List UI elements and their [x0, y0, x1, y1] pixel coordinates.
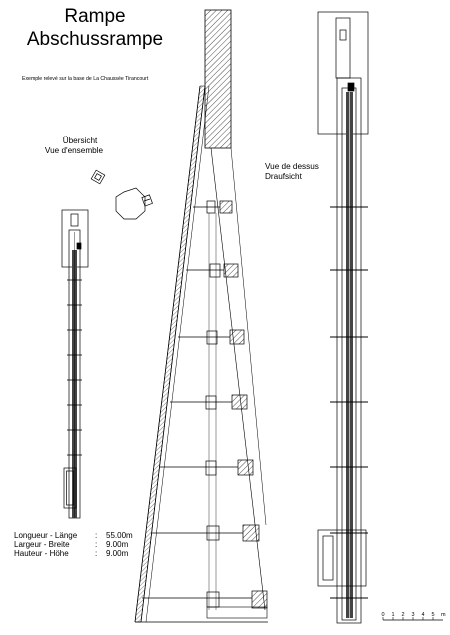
- subtitle: Exemple relevé sur la base de La Chaussé…: [22, 76, 149, 82]
- top-view-bottom-frame-inner: [322, 535, 334, 581]
- title-line-1: Rampe: [64, 6, 125, 27]
- top-view-bottom-frame: [317, 529, 367, 587]
- overview-label-de: Übersicht: [63, 135, 98, 145]
- top-view-building-inner: [335, 17, 351, 79]
- top-view-plan: [317, 11, 369, 624]
- dimension-label-width: Largeur - Breite: [14, 540, 70, 549]
- overview-label-fr: Vue d'ensemble: [45, 146, 104, 155]
- overview-ramp-bottom-frame-inner: [66, 470, 74, 506]
- overview-ramp-door: [70, 213, 79, 227]
- top-view-building: [317, 11, 369, 135]
- top-view-supports: [330, 206, 368, 599]
- overview-annex-detail: [143, 198, 151, 202]
- top-view-ramp-inner: [341, 87, 357, 621]
- overview-small-bunker: [90, 169, 106, 185]
- dimension-sep: :: [95, 531, 97, 540]
- overview-ramp-marker: [76, 242, 82, 250]
- top-view-ramp-outline: [336, 77, 362, 624]
- scale-tick-4: 4: [421, 612, 424, 618]
- dimension-value-height: 9.00m: [106, 549, 129, 558]
- overview-ramp-supports: [67, 279, 82, 456]
- top-view-label-de: Draufsicht: [265, 172, 303, 181]
- overview-ramp-bottom-frame: [63, 467, 77, 509]
- scale-bar: 0 1 2 3 4 5 m: [381, 612, 446, 621]
- overview-small-bunker-inner: [94, 173, 102, 181]
- dimensions-table: Longueur - Länge : 55.00m Largeur - Brei…: [14, 531, 133, 558]
- top-view-marker: [347, 82, 355, 92]
- elevation-top-block: [204, 9, 232, 149]
- top-view-building-door: [339, 29, 347, 41]
- dimension-value-width: 9.00m: [106, 540, 129, 549]
- top-view-label-fr: Vue de dessus: [265, 162, 319, 171]
- scale-tick-0: 0: [381, 612, 384, 618]
- scale-tick-3: 3: [411, 612, 414, 618]
- dimension-label-length: Longueur - Länge: [14, 531, 78, 540]
- scale-tick-5: 5: [431, 612, 434, 618]
- elevation-ramp-underside: [145, 85, 210, 623]
- elevation-supports: [142, 200, 268, 609]
- elevation-base-plate: [206, 606, 268, 619]
- scale-tick-2: 2: [401, 612, 404, 618]
- dimension-sep: :: [95, 540, 97, 549]
- overview-plan: [61, 169, 153, 519]
- overview-octagon-annex: [141, 194, 153, 207]
- dimension-sep: :: [95, 549, 97, 558]
- overview-octagon-building: [115, 187, 146, 220]
- elevation-envelope-inner: [230, 147, 267, 526]
- dimension-label-height: Hauteur - Höhe: [14, 549, 69, 558]
- dimension-value-length: 55.00m: [106, 531, 133, 540]
- scale-tick-1: 1: [391, 612, 394, 618]
- title-line-2: Abschussrampe: [27, 29, 163, 50]
- elevation-ramp-hatch: [134, 85, 206, 623]
- elevation-posts: [208, 213, 217, 610]
- scale-unit: m: [441, 612, 446, 618]
- side-elevation: [134, 9, 268, 623]
